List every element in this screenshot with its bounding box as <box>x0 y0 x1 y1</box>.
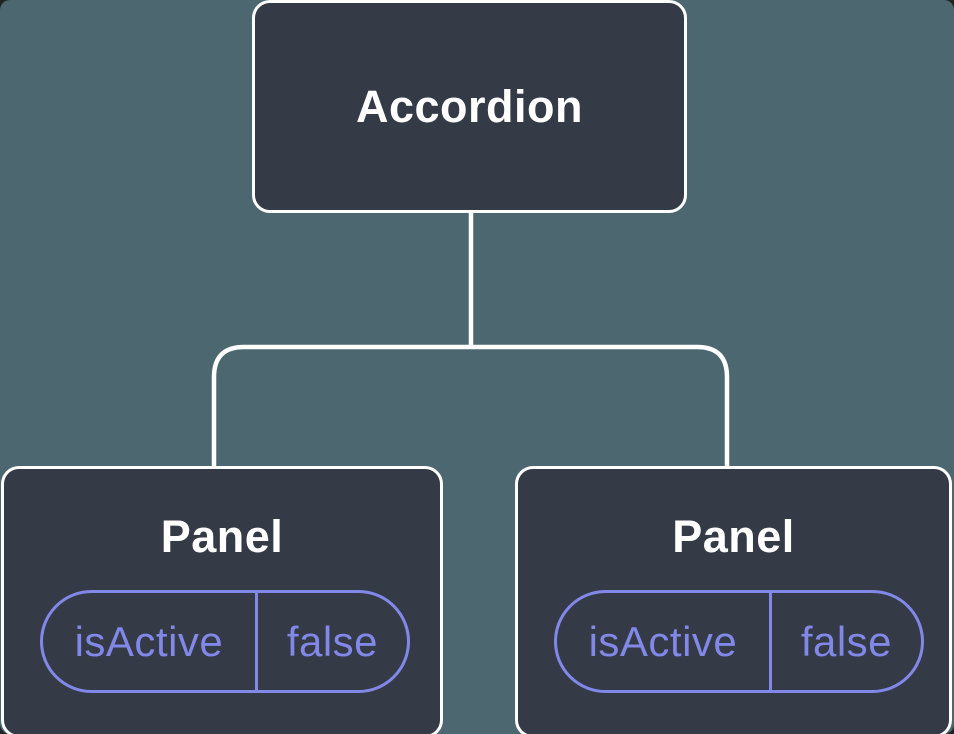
state-pill: isActive false <box>40 590 410 693</box>
state-key: isActive <box>74 617 224 665</box>
state-key: isActive <box>588 617 738 665</box>
state-value: false <box>768 593 921 690</box>
state-value: false <box>254 593 407 690</box>
children-bracket-line <box>211 344 730 470</box>
panel-node-label: Panel <box>160 511 284 562</box>
state-pill: isActive false <box>554 590 924 693</box>
accordion-node-label: Accordion <box>355 80 584 132</box>
panel-node-label: Panel <box>672 511 795 562</box>
component-node-panel-right: Panel isActive false <box>515 466 952 734</box>
component-node-panel-left: Panel isActive false <box>1 466 443 734</box>
component-node-accordion: Accordion <box>252 0 687 213</box>
